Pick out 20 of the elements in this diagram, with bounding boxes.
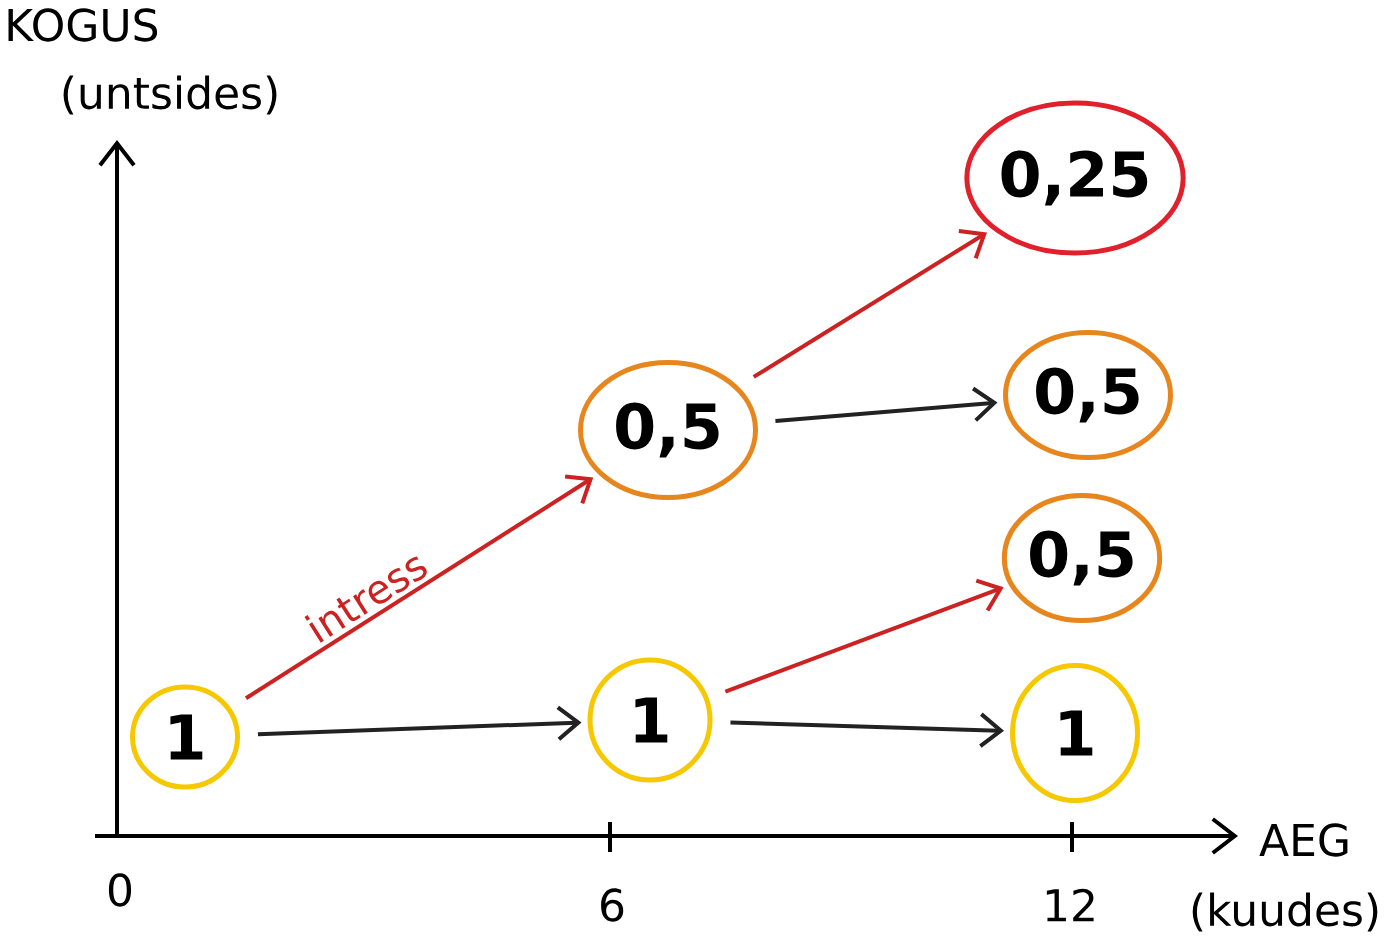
arrow [775,386,998,424]
arrow [244,474,594,700]
number-bubble: 0,5 [1003,330,1173,460]
number-bubble: 1 [587,657,713,783]
number-bubble: 0,5 [1001,493,1163,623]
axis-label: 0 [108,873,132,907]
number-bubble: 1 [130,684,240,790]
axis-label: KOGUS [8,8,158,42]
arrow [257,705,582,741]
arrow [730,712,1005,748]
number-bubble: 1 [1010,663,1140,803]
axis-label: 6 [601,888,624,922]
axis-label: (untsides) [63,75,277,115]
number-bubble: 0,25 [964,100,1186,256]
axis-label: AEG [1259,823,1348,857]
axis-label: 12 [1046,888,1094,922]
axis-label: (kuudes) [1192,892,1378,932]
number-bubble: 0,5 [578,360,758,500]
arrow [752,229,987,379]
arrow [724,578,1004,694]
